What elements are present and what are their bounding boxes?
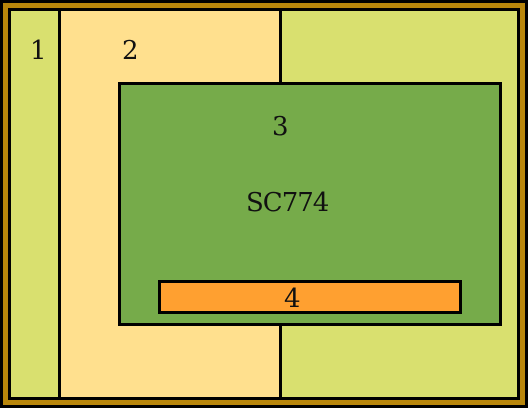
region-2-label: 2 [122,36,139,66]
region-3-label: 3 [272,112,289,142]
region-1-label: 1 [30,36,47,66]
region-4-area [158,280,462,314]
region-4-label: 4 [284,284,301,314]
region-3-code: SC774 [246,188,329,218]
